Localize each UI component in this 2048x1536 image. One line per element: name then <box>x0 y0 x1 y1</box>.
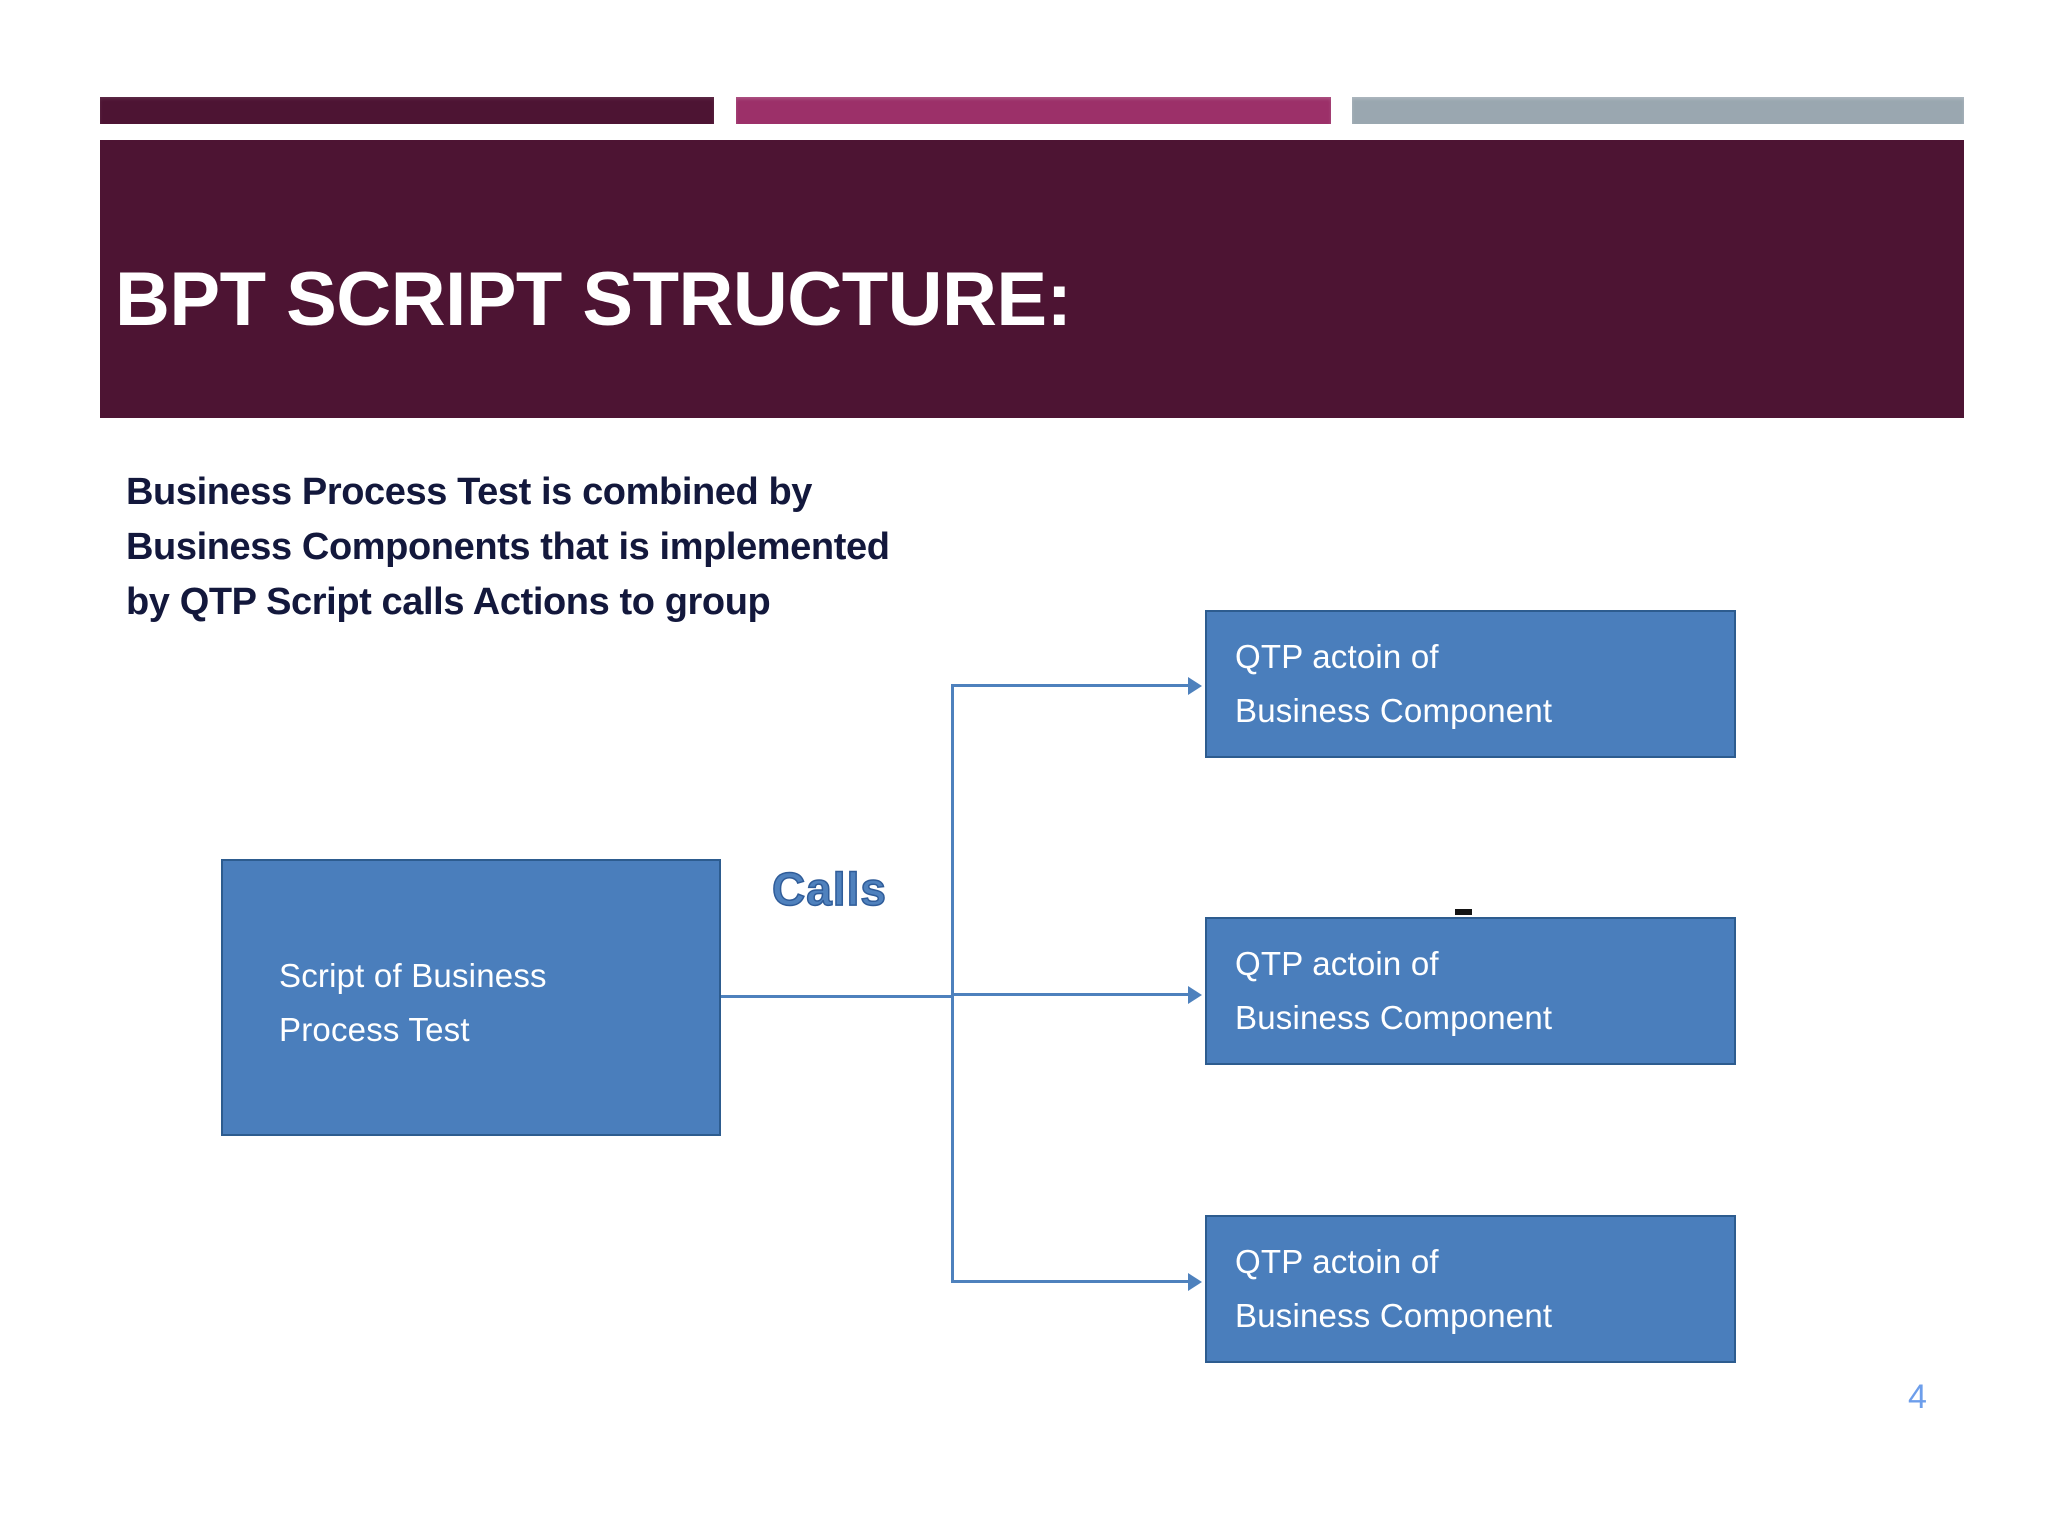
process-box-line-2: Business Component <box>1235 692 1553 729</box>
arrow-head-icon-2 <box>1188 986 1202 1004</box>
process-box-line-2: Process Test <box>279 1011 470 1048</box>
connector-branch-2 <box>951 993 1197 996</box>
process-box-text: QTP actoin of Business Component <box>1235 937 1552 1045</box>
body-line-1: Business Process Test is combined by <box>126 471 813 513</box>
process-box-line-1: Script of Business <box>279 957 547 994</box>
process-box-text: QTP actoin of Business Component <box>1235 1235 1552 1343</box>
process-box-line-2: Business Component <box>1235 1297 1553 1334</box>
connector-label-calls: Calls <box>771 862 887 916</box>
process-box-script-of-business-process-test[interactable]: Script of Business Process Test <box>221 859 721 1136</box>
connector-branch-3 <box>951 1280 1197 1283</box>
body-line-3: by QTP Script calls Actions to group <box>126 581 771 623</box>
accent-bar-dark <box>100 97 714 124</box>
process-box-qtp-action-3[interactable]: QTP actoin of Business Component <box>1205 1215 1736 1363</box>
body-paragraph: Business Process Test is combined by Bus… <box>126 465 890 630</box>
title-band <box>100 140 1964 418</box>
body-line-2: Business Components that is implemented <box>126 526 890 568</box>
page-title: BPT SCRIPT STRUCTURE: <box>115 257 1072 342</box>
connector-branch-1 <box>951 684 1197 687</box>
box-handle-marker <box>1455 909 1472 915</box>
process-box-line-1: QTP actoin of <box>1235 1243 1439 1280</box>
arrow-head-icon-1 <box>1188 677 1202 695</box>
arrow-head-icon-3 <box>1188 1273 1202 1291</box>
process-box-qtp-action-2[interactable]: QTP actoin of Business Component <box>1205 917 1736 1065</box>
page-number: 4 <box>1908 1378 1927 1416</box>
process-box-qtp-action-1[interactable]: QTP actoin of Business Component <box>1205 610 1736 758</box>
accent-bar-gray <box>1352 97 1964 124</box>
accent-bar-magenta <box>736 97 1331 124</box>
process-box-text: QTP actoin of Business Component <box>1235 630 1552 738</box>
process-box-line-1: QTP actoin of <box>1235 638 1439 675</box>
process-box-text: Script of Business Process Test <box>279 949 547 1057</box>
process-box-line-2: Business Component <box>1235 999 1553 1036</box>
process-box-line-1: QTP actoin of <box>1235 945 1439 982</box>
connector-vertical-trunk <box>951 686 954 1282</box>
connector-stub <box>719 995 953 998</box>
